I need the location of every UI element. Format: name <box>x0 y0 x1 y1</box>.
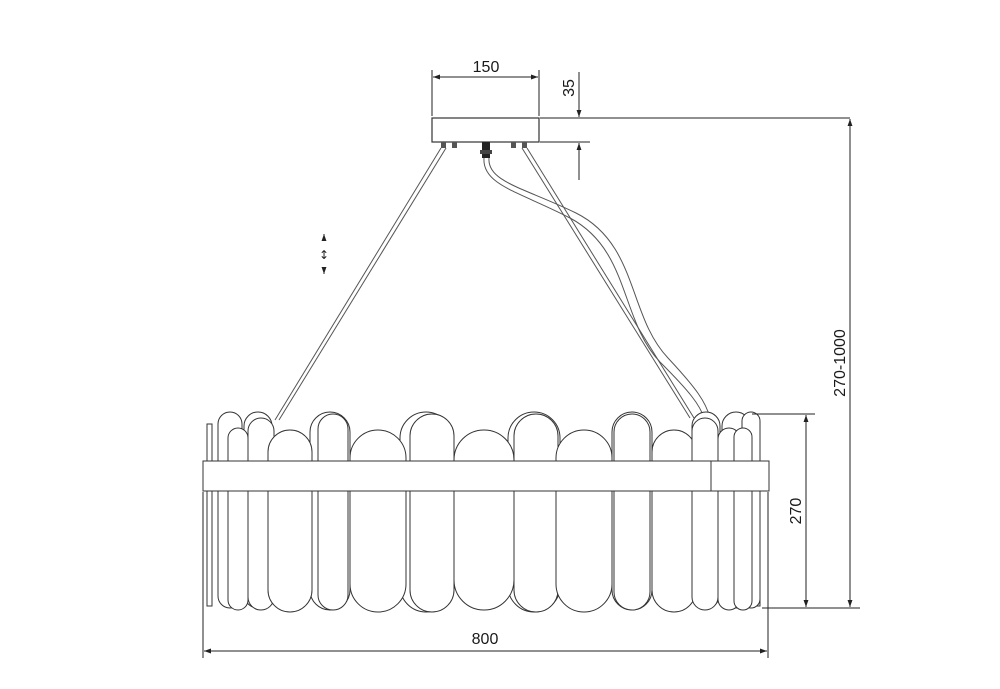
canopy-width-label: 150 <box>473 59 500 76</box>
overall-height-label: 270-1000 <box>832 329 849 397</box>
suspension-wires <box>274 147 695 421</box>
overall-width-label: 800 <box>472 631 499 648</box>
chandelier-body <box>202 411 770 613</box>
height-adjust-marker: ↕ <box>319 248 329 262</box>
power-cable <box>483 157 711 419</box>
body-height-label: 270 <box>788 498 805 525</box>
ceiling-canopy <box>431 117 540 148</box>
canopy-height-label: 35 <box>561 79 578 97</box>
dimension-lines <box>202 70 860 658</box>
cable-connector <box>480 142 492 158</box>
